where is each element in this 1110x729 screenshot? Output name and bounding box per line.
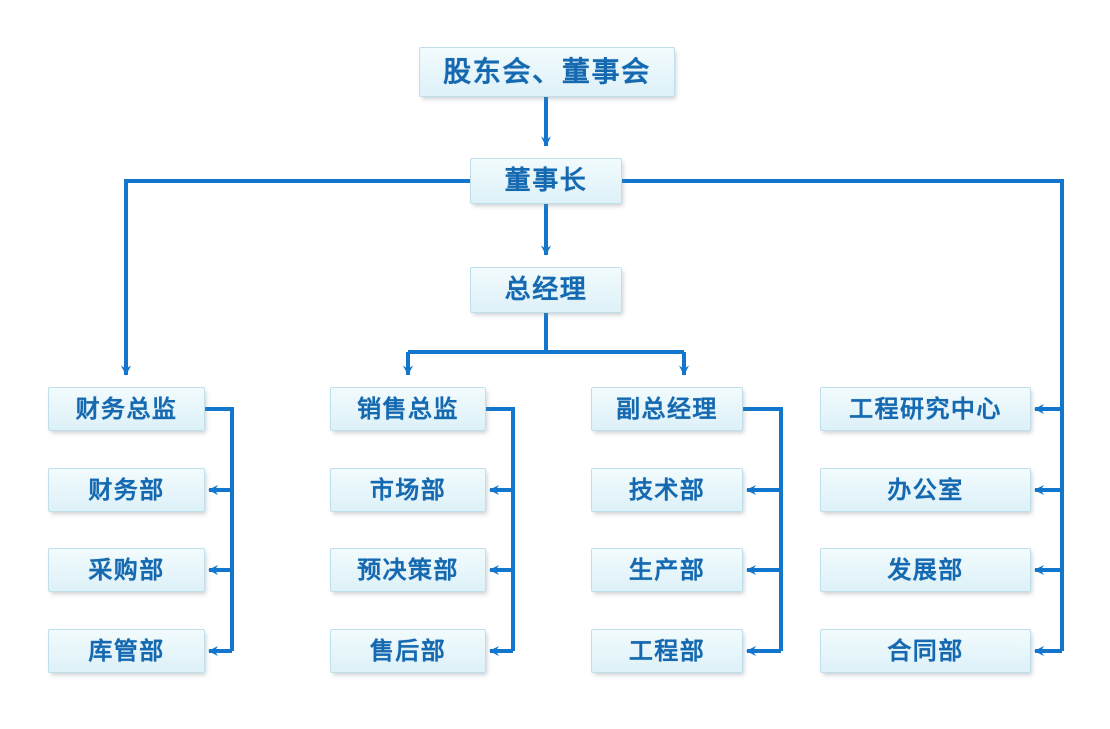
node-production-dept[interactable]: 生产部 xyxy=(591,548,743,592)
node-market-dept-label: 市场部 xyxy=(369,475,447,504)
node-budget-dept-label: 预决策部 xyxy=(357,555,459,584)
node-engineering-dept[interactable]: 工程部 xyxy=(591,629,743,673)
edge-sales-bus-trunk xyxy=(486,407,515,651)
node-board-label: 股东会、董事会 xyxy=(443,55,651,88)
node-finance-director-label: 财务总监 xyxy=(75,394,178,423)
node-technology-dept[interactable]: 技术部 xyxy=(591,468,743,512)
node-technology-dept-label: 技术部 xyxy=(628,475,706,504)
node-chairman-label: 董事长 xyxy=(504,166,588,196)
node-finance-dept-label: 财务部 xyxy=(88,475,165,504)
node-aftersales-dept[interactable]: 售后部 xyxy=(330,629,486,673)
node-development-dept[interactable]: 发展部 xyxy=(820,548,1031,592)
node-aftersales-dept-label: 售后部 xyxy=(369,636,447,665)
node-office-label: 办公室 xyxy=(887,475,964,504)
node-engineering-dept-label: 工程部 xyxy=(628,636,706,665)
node-general-manager-label: 总经理 xyxy=(504,275,588,305)
node-warehouse-dept[interactable]: 库管部 xyxy=(48,629,205,673)
edge-deputy-bus-trunk xyxy=(743,407,783,651)
edge-finance-bus-trunk xyxy=(205,407,234,651)
node-chairman[interactable]: 董事长 xyxy=(470,158,622,204)
node-office[interactable]: 办公室 xyxy=(820,468,1031,512)
node-sales-director[interactable]: 销售总监 xyxy=(330,387,486,431)
node-research-center-label: 工程研究中心 xyxy=(849,394,1002,423)
node-board[interactable]: 股东会、董事会 xyxy=(419,47,675,97)
node-purchase-dept[interactable]: 采购部 xyxy=(48,548,205,592)
node-warehouse-dept-label: 库管部 xyxy=(88,636,165,665)
node-sales-director-label: 销售总监 xyxy=(357,394,459,423)
node-purchase-dept-label: 采购部 xyxy=(88,555,165,584)
node-contract-dept[interactable]: 合同部 xyxy=(820,629,1031,673)
node-general-manager[interactable]: 总经理 xyxy=(470,267,622,313)
node-deputy-general-manager[interactable]: 副总经理 xyxy=(591,387,743,431)
node-deputy-general-manager-label: 副总经理 xyxy=(616,394,718,423)
node-development-dept-label: 发展部 xyxy=(887,555,964,584)
node-finance-director[interactable]: 财务总监 xyxy=(48,387,205,431)
node-research-center[interactable]: 工程研究中心 xyxy=(820,387,1031,431)
node-contract-dept-label: 合同部 xyxy=(887,636,964,665)
node-finance-dept[interactable]: 财务部 xyxy=(48,468,205,512)
node-budget-dept[interactable]: 预决策部 xyxy=(330,548,486,592)
node-market-dept[interactable]: 市场部 xyxy=(330,468,486,512)
node-production-dept-label: 生产部 xyxy=(628,555,706,584)
edge-chairman-to-finance-director xyxy=(121,179,470,376)
